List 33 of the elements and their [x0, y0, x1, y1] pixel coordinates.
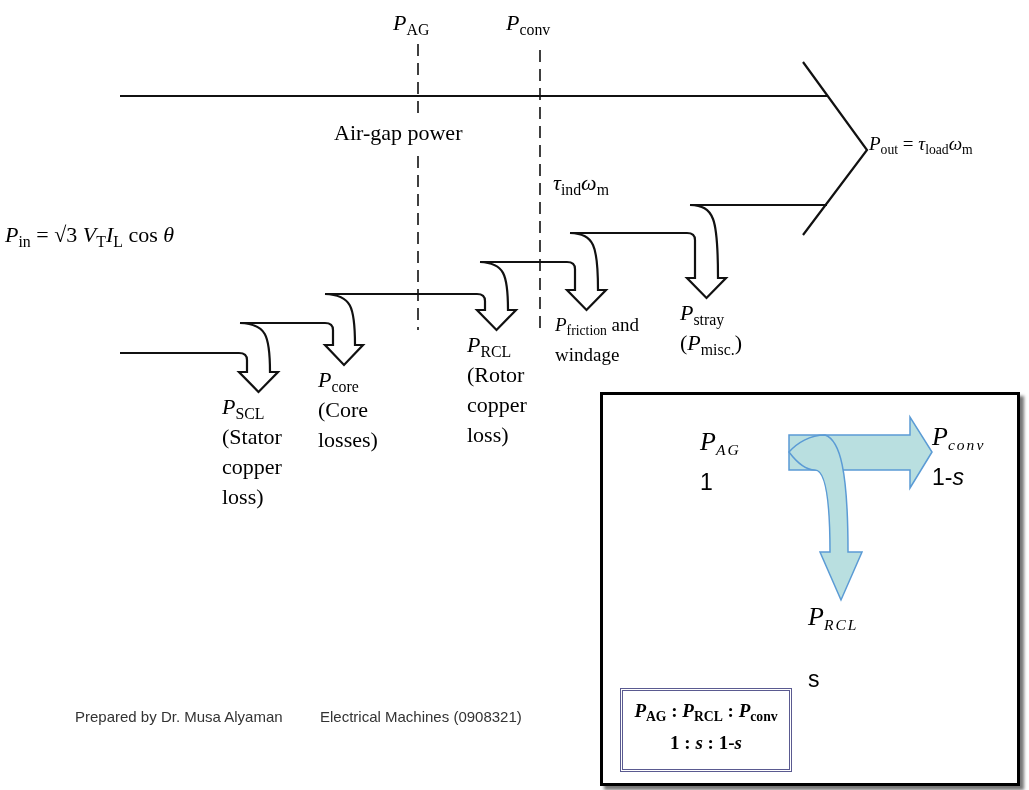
equation-text: P$_{out}$ = τ$_{load}$ω$_{m}$: [869, 133, 973, 155]
ratio-value: 1: [700, 468, 714, 497]
footer-text: Electrical Machines (0908321): [320, 708, 522, 725]
loss-symbol: P$_{stray}$: [680, 299, 726, 328]
footer-text: Prepared by Dr. Musa Alyaman: [75, 708, 283, 725]
inset-panel: [600, 392, 1020, 786]
loss-description: (P$_{misc.}$): [680, 329, 743, 358]
equation-text: P$_{in}$ = √3 V$_{T}$I$_{L}$ cos θ: [5, 222, 174, 248]
power-symbol: P$_{AG}$: [393, 10, 430, 36]
loss-symbol: P$_{friction}$ and windage: [555, 313, 641, 367]
loss-arrow: [685, 203, 728, 300]
loss-symbol: P$_{SCL}$: [222, 393, 266, 422]
loss-arrow: [323, 292, 365, 367]
loss-description: (Rotor copper loss): [467, 361, 528, 449]
flow-arrow: [788, 434, 863, 601]
power-symbol: P$_{RCL}$: [808, 601, 860, 634]
loss-arrow: [237, 321, 280, 394]
loss-description: (Core losses): [318, 396, 379, 454]
annotation-text: Air-gap power: [334, 120, 463, 146]
ratio-text: 1 : s : 1-s: [669, 731, 743, 755]
power-symbol: P$_{AG}$: [700, 426, 742, 459]
power-symbol: P$_{conv}$: [506, 10, 551, 36]
loss-description: (Stator copper loss): [222, 423, 283, 511]
loss-arrow: [475, 260, 518, 332]
loss-arrow: [565, 231, 608, 312]
equation-text: τ$_{ind}$ω$_{m}$: [553, 170, 609, 196]
power-symbol: P$_{conv}$: [932, 421, 987, 454]
ratio-text: P$_{AG}$ : P$_{RCL}$ : P$_{conv}$: [633, 699, 779, 727]
ratio-value: 1-s: [932, 463, 965, 492]
ratio-box: [620, 688, 792, 772]
ratio-value: s: [808, 665, 821, 694]
loss-symbol: P$_{RCL}$: [467, 331, 513, 360]
loss-symbol: P$_{core}$: [318, 366, 360, 395]
